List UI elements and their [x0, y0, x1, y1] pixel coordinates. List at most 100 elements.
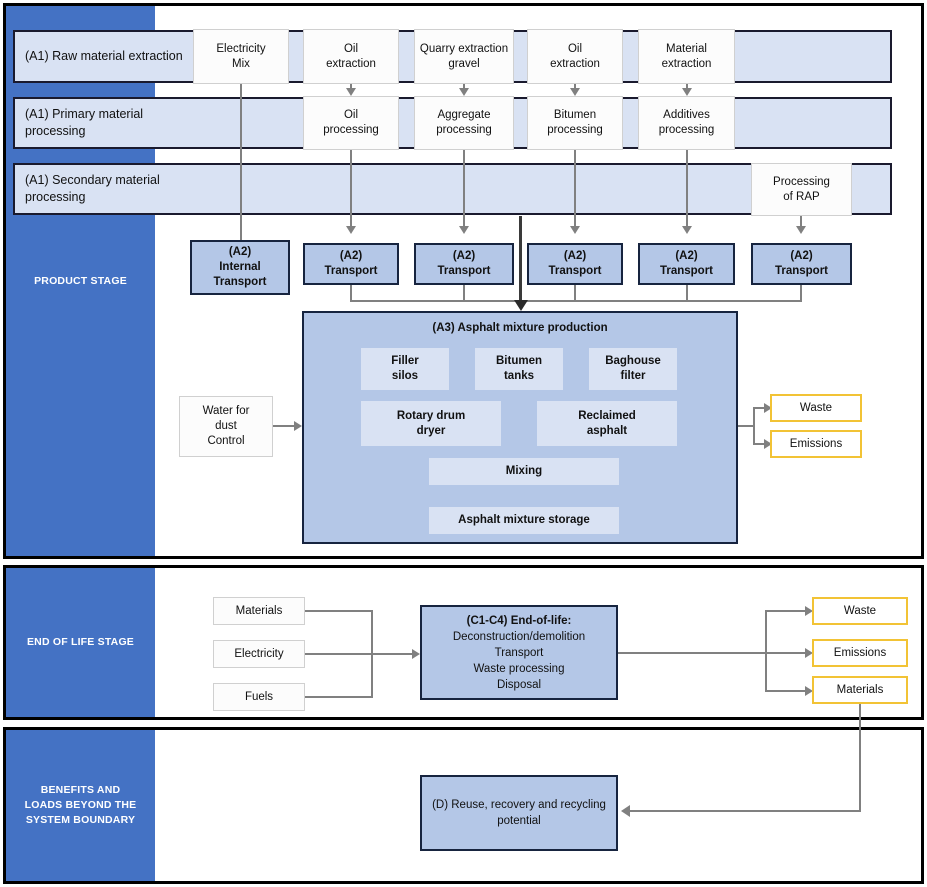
box-oil-processing[interactable]: Oil processing: [303, 96, 399, 150]
connector-electricity-mix-vertical: [240, 84, 242, 243]
stage-label-benefits-beyond-boundary-text: BENEFITS AND LOADS BEYOND THE SYSTEM BOU…: [24, 784, 137, 826]
row-label-secondary-material-processing: (A1) Secondary material processing: [13, 163, 213, 215]
bus-drop-transport-3: [574, 285, 576, 302]
box-oil-extraction-2-line1: Oil: [567, 42, 583, 55]
transport-box-1[interactable]: (A2) Transport: [303, 243, 399, 285]
box-water-for-dust-control[interactable]: Water for dust Control: [179, 396, 273, 457]
bus-horizontal-to-production: [350, 300, 802, 302]
arrowhead-eol-emissions: [805, 648, 813, 658]
main-input-vertical-to-production: [519, 216, 522, 304]
row-label-raw-material-extraction: (A1) Raw material extraction: [13, 30, 193, 83]
connector-electricity-to-eol: [305, 653, 413, 655]
production-block[interactable]: (A3) Asphalt mixture production Filler s…: [302, 311, 738, 544]
connector-additives-down: [686, 150, 688, 228]
connector-eol-to-materials: [765, 690, 806, 692]
connector-quarry-to-aggregate: [463, 84, 465, 90]
sub-box-baghouse-filter-line2: filter: [620, 370, 646, 382]
arrowhead-aggregate-processing: [459, 88, 469, 96]
eol-input-materials[interactable]: Materials: [213, 597, 305, 625]
box-quarry-extraction-gravel-line1: Quarry extraction: [419, 42, 509, 55]
transport-box-1-line1: (A2): [339, 250, 363, 262]
box-electricity-mix-line2: Mix: [232, 57, 250, 70]
box-processing-of-rap-line2: of RAP: [783, 190, 820, 203]
eol-block-line-2: Transport: [494, 646, 544, 659]
arrowhead-transport-3: [570, 226, 580, 234]
sub-box-reclaimed-asphalt-line2: asphalt: [586, 424, 628, 437]
transport-box-5-line2: Transport: [774, 265, 829, 277]
eol-output-materials[interactable]: Materials: [812, 676, 908, 704]
box-oil-extraction-1[interactable]: Oil extraction: [303, 29, 399, 84]
transport-box-internal[interactable]: (A2) Internal Transport: [190, 240, 290, 295]
connector-oil-extraction2-to-bitumen: [574, 84, 576, 90]
box-quarry-extraction-gravel[interactable]: Quarry extraction gravel: [414, 29, 514, 84]
sub-box-mixing[interactable]: Mixing: [429, 458, 619, 485]
box-additives-processing-line2: processing: [658, 124, 715, 136]
row-label-primary-material-processing: (A1) Primary material processing: [13, 97, 203, 149]
box-bitumen-processing-line2: processing: [547, 124, 603, 136]
arrowhead-production-emissions: [764, 439, 772, 449]
eol-input-fuels-label: Fuels: [244, 690, 274, 703]
connector-fuels-out: [305, 696, 373, 698]
transport-box-4-line2: Transport: [659, 265, 714, 277]
eol-block-line-4: Disposal: [496, 678, 542, 691]
eol-input-electricity[interactable]: Electricity: [213, 640, 305, 668]
box-oil-extraction-1-line2: extraction: [326, 57, 376, 70]
eol-input-fuels[interactable]: Fuels: [213, 683, 305, 711]
eol-output-emissions[interactable]: Emissions: [812, 639, 908, 667]
stage-label-end-of-life-stage-text: END OF LIFE STAGE: [26, 636, 135, 648]
sub-box-filler-silos[interactable]: Filler silos: [361, 348, 449, 390]
transport-box-3-line1: (A2): [563, 250, 587, 262]
sub-box-bitumen-tanks[interactable]: Bitumen tanks: [475, 348, 563, 390]
arrowhead-eol-block-input: [412, 649, 420, 659]
connector-production-to-emissions: [753, 443, 765, 445]
module-d-block[interactable]: (D) Reuse, recovery and recycling potent…: [420, 775, 618, 851]
connector-eol-outputs-riser: [765, 610, 767, 691]
box-aggregate-processing[interactable]: Aggregate processing: [414, 96, 514, 150]
eol-output-emissions-label: Emissions: [833, 647, 887, 659]
transport-box-2-line2: Transport: [437, 265, 491, 277]
box-material-extraction[interactable]: Material extraction: [638, 29, 735, 84]
box-water-for-dust-control-line1: Water for: [202, 405, 250, 417]
box-bitumen-processing[interactable]: Bitumen processing: [527, 96, 623, 150]
connector-bitumen-down: [574, 150, 576, 228]
arrowhead-transport-2: [459, 226, 469, 234]
transport-box-5[interactable]: (A2) Transport: [751, 243, 852, 285]
output-box-waste-production-label: Waste: [799, 402, 833, 414]
output-box-emissions-production[interactable]: Emissions: [770, 430, 862, 458]
sub-box-filler-silos-line2: silos: [391, 370, 419, 382]
sub-box-bitumen-tanks-line2: tanks: [503, 370, 535, 382]
sub-box-reclaimed-asphalt[interactable]: Reclaimed asphalt: [537, 401, 677, 446]
box-oil-extraction-2[interactable]: Oil extraction: [527, 29, 623, 84]
transport-box-4[interactable]: (A2) Transport: [638, 243, 735, 285]
eol-block-line-3: Waste processing: [473, 662, 565, 675]
transport-box-2[interactable]: (A2) Transport: [414, 243, 514, 285]
output-box-waste-production[interactable]: Waste: [770, 394, 862, 422]
eol-output-waste[interactable]: Waste: [812, 597, 908, 625]
connector-aggregate-down: [463, 150, 465, 228]
box-aggregate-processing-line2: processing: [436, 124, 492, 136]
transport-box-internal-line1: (A2): [228, 246, 252, 258]
stage-label-end-of-life-stage: END OF LIFE STAGE: [6, 568, 155, 717]
box-processing-of-rap[interactable]: Processing of RAP: [751, 163, 852, 216]
stage-label-product-stage: PRODUCT STAGE: [6, 6, 155, 556]
box-oil-processing-line2: processing: [323, 124, 379, 136]
arrowhead-eol-waste: [805, 606, 813, 616]
box-material-extraction-line1: Material: [666, 42, 707, 55]
eol-block-line-1: Deconstruction/demolition: [452, 630, 586, 643]
sub-box-baghouse-filter[interactable]: Baghouse filter: [589, 348, 677, 390]
arrowhead-transport-1: [346, 226, 356, 234]
transport-box-5-line1: (A2): [790, 250, 813, 262]
module-d-line-2: potential: [497, 815, 541, 827]
box-electricity-mix[interactable]: Electricity Mix: [193, 29, 289, 84]
row-label-secondary-material-processing-text: (A1) Secondary material processing: [25, 173, 160, 204]
connector-materials-out: [305, 610, 373, 612]
connector-materials-to-module-d-horizontal: [630, 810, 861, 812]
arrowhead-eol-materials: [805, 686, 813, 696]
transport-box-3[interactable]: (A2) Transport: [527, 243, 623, 285]
sub-box-asphalt-mixture-storage-label: Asphalt mixture storage: [458, 514, 590, 526]
sub-box-asphalt-mixture-storage[interactable]: Asphalt mixture storage: [429, 507, 619, 534]
sub-box-rotary-drum-dryer[interactable]: Rotary drum dryer: [361, 401, 501, 446]
box-additives-processing[interactable]: Additives processing: [638, 96, 735, 150]
eol-block[interactable]: (C1-C4) End-of-life: Deconstruction/demo…: [420, 605, 618, 700]
